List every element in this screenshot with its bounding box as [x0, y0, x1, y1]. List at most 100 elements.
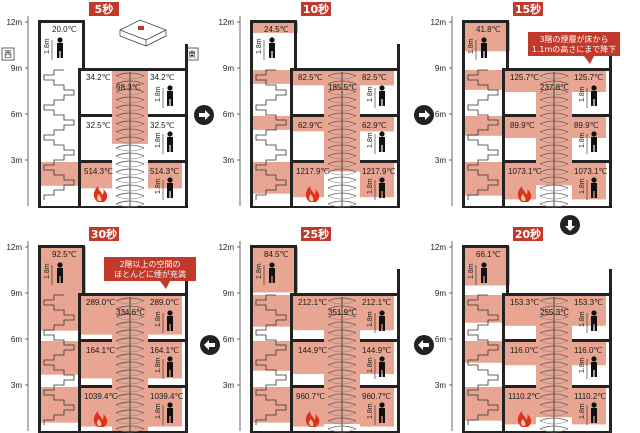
note-line: 1.1mの高さにまで降下	[532, 44, 617, 54]
height-marker: 1.8m	[256, 263, 263, 279]
height-marker: 1.8m	[579, 178, 586, 194]
temp-right9: 82.5℃	[362, 73, 387, 82]
time-badge: 30秒	[89, 227, 119, 241]
axis-label: 3m	[11, 381, 22, 390]
fire-icon	[93, 411, 108, 427]
height-marker: 1.8m	[367, 132, 374, 148]
temp-left3: 1073.1℃	[508, 167, 541, 176]
temp-top: 84.5℃	[264, 250, 289, 259]
fire-icon	[305, 411, 320, 427]
building-section	[38, 20, 188, 208]
axis-label: 9m	[223, 289, 234, 298]
temp-right9: 153.3℃	[574, 298, 603, 307]
temp-right9: 212.1℃	[362, 298, 391, 307]
note-line: 3階の煙層が床から	[539, 34, 608, 44]
temp-right3: 1217.9℃	[362, 167, 395, 176]
height-marker: 1.8m	[579, 86, 586, 102]
time-label: 15秒	[515, 2, 541, 16]
temp-right3: 514.3℃	[150, 167, 179, 176]
time-badge: 20秒	[513, 227, 543, 241]
arrow-down-icon	[560, 215, 580, 235]
temp-right6: 116.0℃	[574, 346, 602, 355]
person-icon	[57, 37, 63, 58]
fire-icon	[305, 186, 320, 202]
temp-left9: 125.7℃	[510, 73, 539, 82]
height-marker: 1.8m	[367, 86, 374, 102]
person-icon	[591, 85, 597, 106]
axis-label: 3m	[435, 156, 446, 165]
temp-right6: 144.9℃	[362, 346, 391, 355]
temp-stair9: 185.5℃	[328, 83, 357, 92]
height-marker: 1.8m	[367, 178, 374, 194]
panel-2: 12m9m6m3m1.8m1.8m1.8m1.8m41.8℃125.7℃237.…	[430, 2, 620, 208]
height-marker: 1.8m	[367, 311, 374, 327]
time-label: 10秒	[303, 2, 329, 16]
axis-label: 12m	[430, 18, 446, 27]
building-section	[462, 20, 612, 208]
person-icon	[481, 37, 487, 58]
height-marker: 1.8m	[155, 178, 162, 194]
person-icon	[591, 310, 597, 331]
fire-icon	[517, 186, 532, 202]
temp-right6: 32.5℃	[150, 121, 175, 130]
axis-label: 6m	[11, 335, 22, 344]
building-section	[250, 20, 400, 208]
person-icon	[167, 131, 173, 152]
person-icon	[167, 310, 173, 331]
temp-left9: 153.3℃	[510, 298, 539, 307]
time-label: 30秒	[91, 227, 117, 241]
axis-label: 9m	[11, 289, 22, 298]
height-marker: 1.8m	[155, 311, 162, 327]
temp-right3: 1110.2℃	[574, 392, 606, 401]
spiral-staircase	[327, 297, 357, 433]
height-marker: 1.8m	[579, 357, 586, 373]
time-badge: 10秒	[301, 2, 331, 16]
temp-left9: 289.0℃	[86, 298, 115, 307]
height-marker: 1.8m	[367, 357, 374, 373]
temp-left9: 34.2℃	[86, 73, 111, 82]
height-marker: 1.8m	[579, 311, 586, 327]
height-marker: 1.8m	[155, 357, 162, 373]
person-icon	[379, 85, 385, 106]
stair-zigzag	[467, 294, 499, 425]
axis-label: 9m	[435, 289, 446, 298]
height-marker: 1.8m	[155, 403, 162, 419]
temp-right9: 34.2℃	[150, 73, 175, 82]
arrow-right-icon	[414, 105, 434, 125]
spiral-staircase	[327, 72, 357, 208]
person-icon	[167, 85, 173, 106]
temp-stair9: 237.8℃	[540, 83, 569, 92]
temp-left6: 144.9℃	[298, 346, 327, 355]
axis-label: 6m	[223, 335, 234, 344]
temp-right6: 62.9℃	[362, 121, 387, 130]
temp-left9: 212.1℃	[298, 298, 327, 307]
note-line: ほとんどに煙が充満	[114, 269, 186, 279]
temp-right6: 164.1℃	[150, 346, 179, 355]
height-marker: 1.8m	[468, 38, 475, 54]
height-marker: 1.8m	[468, 263, 475, 279]
person-icon	[591, 356, 597, 377]
axis-label: 9m	[223, 64, 234, 73]
panel-1: 12m9m6m3m1.8m1.8m1.8m1.8m24.5℃82.5℃185.5…	[218, 2, 400, 208]
person-icon	[379, 177, 385, 198]
stair-zigzag	[255, 69, 287, 200]
temp-left6: 32.5℃	[86, 121, 111, 130]
person-icon	[167, 177, 173, 198]
fire-icon	[517, 411, 532, 427]
building-section	[250, 245, 400, 433]
axis-label: 12m	[430, 243, 446, 252]
time-label: 25秒	[303, 227, 329, 241]
person-icon	[57, 262, 63, 283]
axis-label: 12m	[6, 18, 22, 27]
temp-right9: 125.7℃	[574, 73, 603, 82]
temp-right3: 1039.4℃	[150, 392, 183, 401]
panel-4: 12m9m6m3m1.8m1.8m1.8m1.8m84.5℃212.1℃351.…	[218, 227, 400, 433]
person-icon	[379, 131, 385, 152]
temp-right3: 960.7℃	[362, 392, 391, 401]
height-marker: 1.8m	[367, 403, 374, 419]
person-icon	[269, 37, 275, 58]
note-line: 2階以上の空間の	[119, 259, 180, 269]
person-icon	[379, 310, 385, 331]
spiral-staircase	[539, 297, 569, 433]
